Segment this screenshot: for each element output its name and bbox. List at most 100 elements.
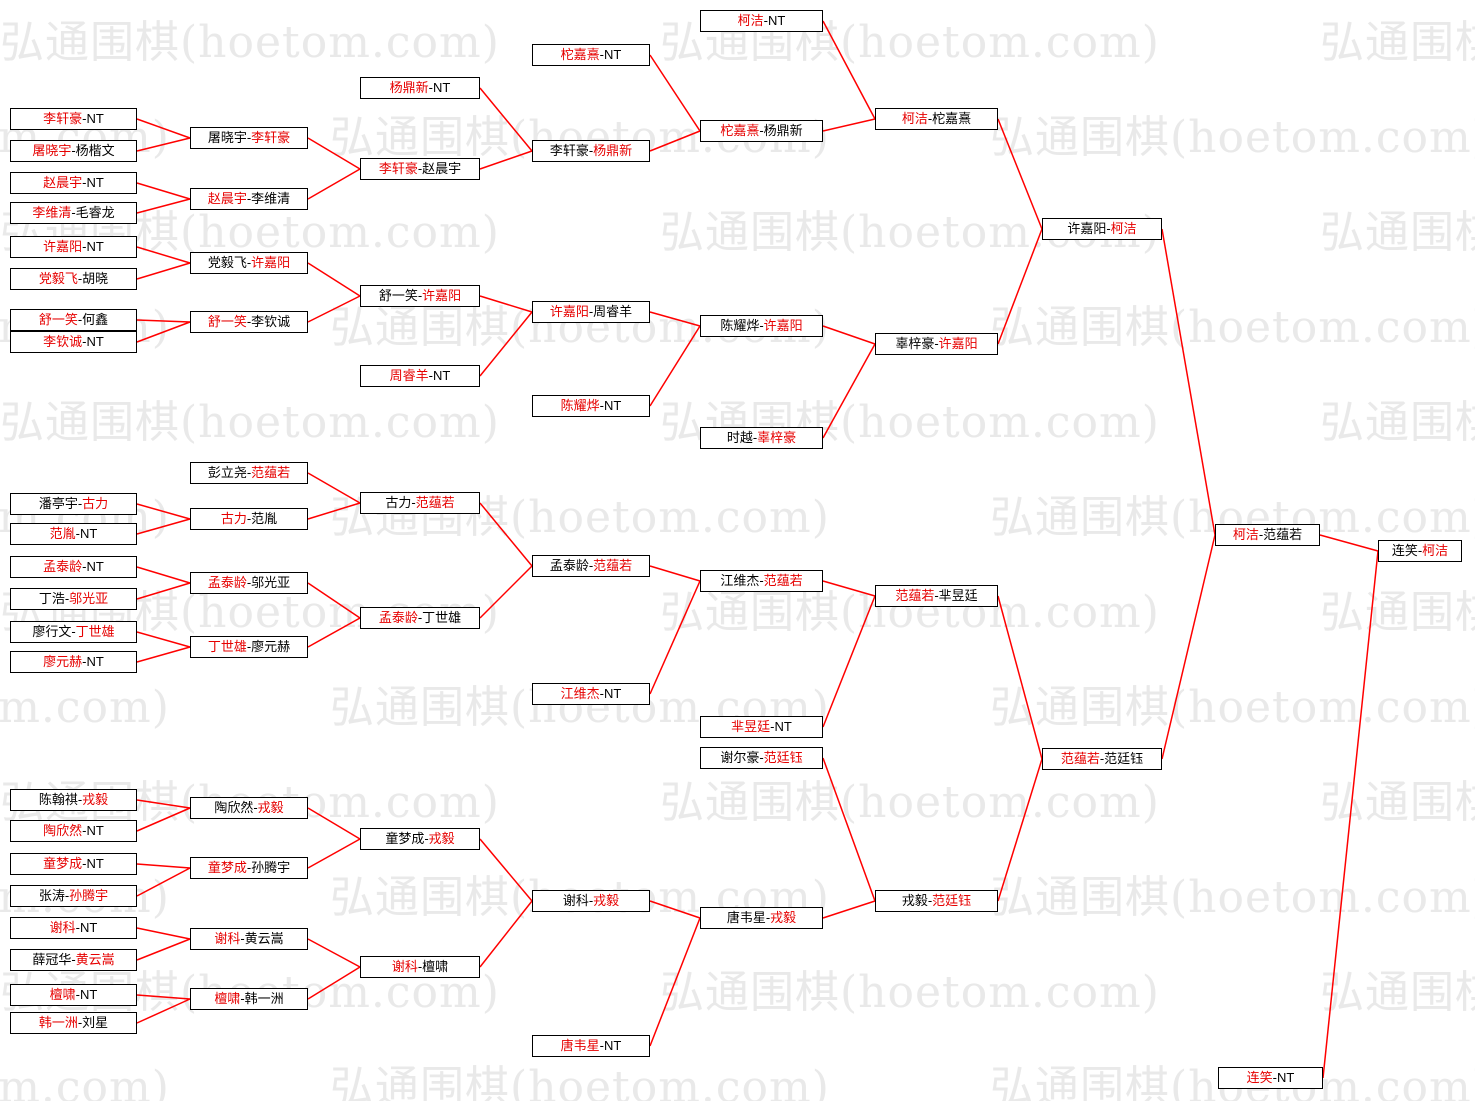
- match-node[interactable]: 舒一笑-李钦诚: [190, 311, 308, 333]
- match-node[interactable]: 孟泰龄-丁世雄: [360, 607, 480, 629]
- match-node[interactable]: 屠晓宇-杨楷文: [10, 140, 137, 162]
- match-node[interactable]: 李钦诚-NT: [10, 331, 137, 353]
- match-node[interactable]: 童梦成-NT: [10, 853, 137, 875]
- match-node[interactable]: 孟泰龄-范蕴若: [532, 555, 650, 577]
- player-name: 舒一笑: [378, 288, 418, 303]
- vs-dash: -: [588, 304, 594, 319]
- match-node[interactable]: 柁嘉熹-NT: [532, 44, 650, 66]
- match-node[interactable]: 丁浩-邬光亚: [10, 588, 137, 610]
- match-node[interactable]: 陶欣然-NT: [10, 820, 137, 842]
- match-node[interactable]: 连笑-NT: [1218, 1067, 1323, 1089]
- match-node[interactable]: 舒一笑-许嘉阳: [360, 285, 480, 307]
- match-node[interactable]: 唐韦星-戎毅: [700, 907, 823, 929]
- match-node[interactable]: 廖元赫-NT: [10, 651, 137, 673]
- match-node[interactable]: 李轩豪-NT: [10, 108, 137, 130]
- match-node[interactable]: 陈耀烨-许嘉阳: [700, 315, 823, 337]
- match-node[interactable]: 柯洁-范蕴若: [1215, 524, 1320, 546]
- match-node[interactable]: 李维清-毛睿龙: [10, 202, 137, 224]
- bracket-line: [136, 566, 191, 584]
- player-name: 丁浩: [38, 591, 65, 606]
- match-node[interactable]: 时越-辜梓豪: [700, 427, 823, 449]
- bracket-line: [136, 938, 191, 961]
- bracket-line: [136, 582, 191, 600]
- match-node[interactable]: 江维杰-NT: [532, 683, 650, 705]
- match-node[interactable]: 张涛-孙腾宇: [10, 885, 137, 907]
- vs-dash: -: [765, 910, 771, 925]
- player-name: 柯洁: [1422, 543, 1449, 558]
- match-node[interactable]: 连笑-柯洁: [1378, 540, 1462, 562]
- match-node[interactable]: 丁世雄-廖元赫: [190, 636, 308, 658]
- match-node[interactable]: 党毅飞-许嘉阳: [190, 252, 308, 274]
- match-node[interactable]: 周睿羊-NT: [360, 365, 480, 387]
- bracket-line: [307, 938, 361, 968]
- player-name: 柯洁: [1232, 527, 1259, 542]
- vs-dash: -: [240, 931, 245, 946]
- bracket-line: [136, 503, 191, 520]
- match-node[interactable]: 屠晓宇-李轩豪: [190, 127, 308, 149]
- match-node[interactable]: 谢科-戎毅: [532, 890, 650, 912]
- match-node[interactable]: 孟泰龄-NT: [10, 556, 137, 578]
- match-node[interactable]: 廖行文-丁世雄: [10, 621, 137, 643]
- match-node[interactable]: 檀啸-NT: [10, 984, 137, 1006]
- match-node[interactable]: 李轩豪-杨鼎新: [532, 140, 650, 162]
- bracket-line: [997, 118, 1043, 230]
- match-node[interactable]: 许嘉阳-NT: [10, 236, 137, 258]
- match-node[interactable]: 戎毅-范廷钰: [875, 890, 998, 912]
- match-node[interactable]: 谢尔豪-范廷钰: [700, 747, 823, 769]
- match-node[interactable]: 李轩豪-赵晨宇: [360, 158, 480, 180]
- match-node[interactable]: 谢科-NT: [10, 917, 137, 939]
- match-node[interactable]: 檀啸-韩一洲: [190, 988, 308, 1010]
- match-node[interactable]: 薛冠华-黄云嵩: [10, 949, 137, 971]
- bracket-line: [136, 518, 191, 535]
- bracket-line: [136, 262, 191, 280]
- vs-dash: -: [934, 336, 939, 351]
- match-node[interactable]: 童梦成-戎毅: [360, 828, 480, 850]
- match-node[interactable]: 舒一笑-何鑫: [10, 309, 137, 331]
- match-node[interactable]: 赵晨宇-NT: [10, 172, 137, 194]
- player-name: NT: [768, 13, 786, 28]
- match-node[interactable]: 江维杰-范蕴若: [700, 570, 823, 592]
- player-name: 韩一洲: [38, 1015, 78, 1030]
- match-node[interactable]: 范蕴若-范廷钰: [1042, 748, 1162, 770]
- player-name: 廖元赫: [43, 654, 83, 669]
- match-node[interactable]: 柯洁-柁嘉熹: [875, 108, 998, 130]
- match-node[interactable]: 陶欣然-戎毅: [190, 797, 308, 819]
- bracket-line: [479, 502, 533, 567]
- vs-dash: -: [417, 288, 423, 303]
- match-node[interactable]: 陈耀烨-NT: [532, 395, 650, 417]
- match-node[interactable]: 党毅飞-胡晓: [10, 268, 137, 290]
- match-node[interactable]: 杨鼎新-NT: [360, 77, 480, 99]
- vs-dash: -: [1258, 527, 1264, 542]
- match-node[interactable]: 古力-范蕴若: [360, 492, 480, 514]
- match-node[interactable]: 许嘉阳-周睿羊: [532, 301, 650, 323]
- player-name: 谢科: [391, 959, 418, 974]
- player-name: 张涛: [38, 888, 65, 903]
- match-node[interactable]: 辜梓豪-许嘉阳: [875, 333, 998, 355]
- match-node[interactable]: 许嘉阳-柯洁: [1042, 218, 1162, 240]
- player-name: 范廷钰: [932, 893, 972, 908]
- vs-dash: -: [82, 823, 87, 838]
- match-node[interactable]: 童梦成-孙腾宇: [190, 857, 308, 879]
- player-name: NT: [604, 686, 622, 701]
- match-node[interactable]: 范胤-NT: [10, 523, 137, 545]
- match-node[interactable]: 潘亭宇-古力: [10, 493, 137, 515]
- match-node[interactable]: 陈翰祺-戎毅: [10, 789, 137, 811]
- match-node[interactable]: 柯洁-NT: [700, 10, 823, 32]
- match-node[interactable]: 谢科-檀啸: [360, 956, 480, 978]
- match-node[interactable]: 古力-范胤: [190, 508, 308, 530]
- match-node[interactable]: 谢科-黄云嵩: [190, 928, 308, 950]
- player-name: 范廷钰: [763, 750, 803, 765]
- match-node[interactable]: 芈昱廷-NT: [700, 716, 823, 738]
- match-node[interactable]: 赵晨宇-李维清: [190, 188, 308, 210]
- match-node[interactable]: 韩一洲-刘星: [10, 1012, 137, 1034]
- player-name: 刘星: [82, 1015, 109, 1030]
- match-node[interactable]: 范蕴若-芈昱廷: [875, 585, 998, 607]
- match-node[interactable]: 柁嘉熹-杨鼎新: [700, 120, 823, 142]
- bracket-line: [997, 758, 1043, 902]
- player-name: 范胤: [49, 526, 76, 541]
- player-name: 辜梓豪: [757, 430, 797, 445]
- match-node[interactable]: 彭立尧-范蕴若: [190, 462, 308, 484]
- match-node[interactable]: 唐韦星-NT: [532, 1035, 650, 1057]
- bracket-line: [136, 863, 191, 869]
- match-node[interactable]: 孟泰龄-邬光亚: [190, 572, 308, 594]
